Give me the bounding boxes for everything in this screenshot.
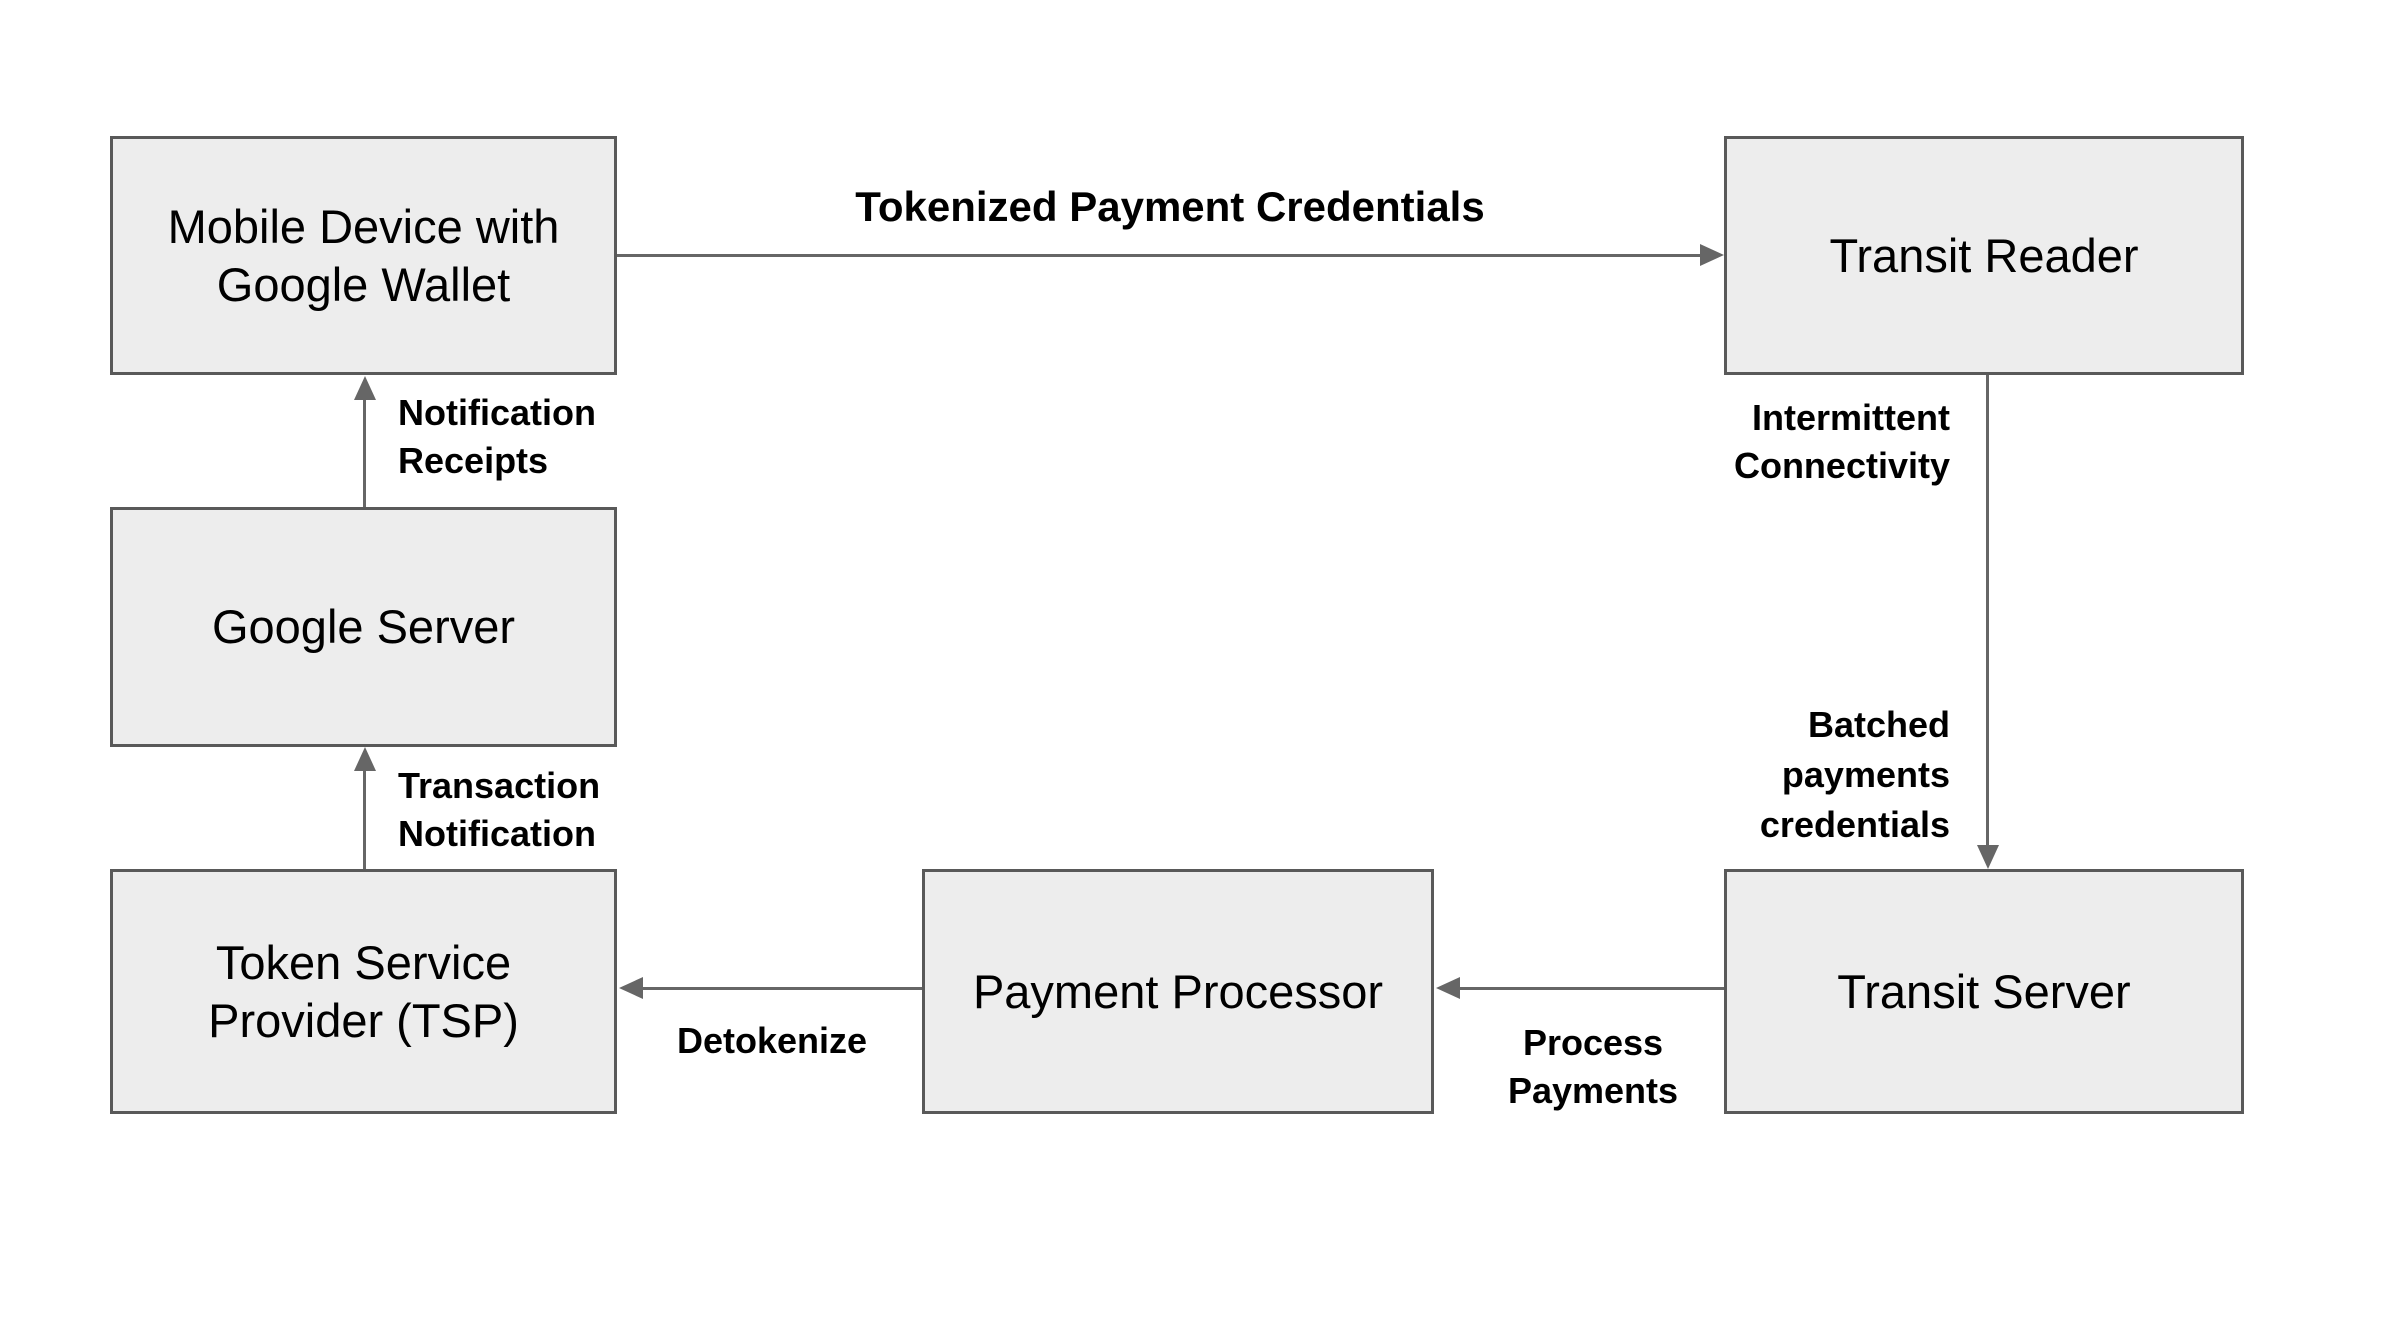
edge-label-line: Notification — [398, 813, 596, 854]
node-label-token-service-provider: Token Service Provider (TSP) — [208, 934, 519, 1050]
arrowhead-up-icon — [354, 376, 376, 400]
arrowhead-left-icon — [619, 977, 643, 999]
edge-label-line: Connectivity — [1733, 445, 1950, 486]
edge-label-intermittent-connectivity: Intermittent Connectivity — [1550, 394, 1950, 490]
edge-label-line: Notification — [398, 392, 596, 433]
edge-label-line: Intermittent — [1752, 397, 1950, 438]
node-mobile-device-google-wallet: Mobile Device with Google Wallet — [110, 136, 617, 375]
arrowhead-left-icon — [1436, 977, 1460, 999]
edge-label-transaction-notification: Transaction Notification — [398, 762, 600, 858]
node-transit-reader: Transit Reader — [1724, 136, 2244, 375]
edge-transaction-notification-line — [363, 767, 366, 869]
edge-detokenize-line — [639, 987, 922, 990]
edge-label-line: payments — [1781, 754, 1950, 795]
node-label-line: Google Server — [211, 600, 516, 653]
node-label-line: Transit Server — [1837, 964, 2131, 1018]
edge-label-notification-receipts: Notification Receipts — [398, 389, 596, 485]
edge-label-line: Receipts — [398, 440, 549, 481]
edge-label-line: Process — [1522, 1022, 1664, 1063]
node-label-payment-processor: Payment Processor — [973, 963, 1383, 1021]
node-label-line: Google Wallet — [216, 257, 511, 311]
edge-batched-payments-line — [1986, 375, 1989, 849]
node-label-transit-server: Transit Server — [1837, 963, 2130, 1021]
node-transit-server: Transit Server — [1724, 869, 2244, 1114]
edge-process-payments-line — [1456, 987, 1724, 990]
node-label-line: Payment Processor — [972, 964, 1384, 1018]
edge-label-batched-payments-credentials: Batched payments credentials — [1550, 700, 1950, 850]
node-label-line: Transit Reader — [1829, 228, 2139, 282]
edge-label-tokenized-payment-credentials: Tokenized Payment Credentials — [855, 183, 1485, 230]
arrowhead-up-icon — [354, 747, 376, 771]
edge-label-line: Payments — [1507, 1070, 1679, 1111]
arrowhead-right-icon — [1700, 244, 1724, 266]
edge-label-detokenize: Detokenize — [676, 1020, 868, 1061]
edge-notification-receipts-line — [363, 396, 366, 507]
edge-label-line: Batched — [1807, 704, 1950, 745]
node-label-google-server: Google Server — [212, 598, 515, 656]
arrowhead-down-icon — [1977, 845, 1999, 869]
node-label-line: Mobile Device with — [167, 199, 560, 253]
edge-tokenized-payment-credentials-line — [617, 254, 1703, 257]
node-payment-processor: Payment Processor — [922, 869, 1434, 1114]
edge-label-line: credentials — [1759, 804, 1950, 845]
edge-label-line: Transaction — [398, 765, 601, 806]
node-token-service-provider: Token Service Provider (TSP) — [110, 869, 617, 1114]
edge-label-process-payments: Process Payments — [1443, 1019, 1743, 1115]
node-label-mobile-device: Mobile Device with Google Wallet — [168, 198, 560, 314]
node-label-line: Provider (TSP) — [208, 993, 519, 1047]
node-label-transit-reader: Transit Reader — [1829, 227, 2138, 285]
node-google-server: Google Server — [110, 507, 617, 747]
node-label-line: Token Service — [215, 935, 512, 989]
